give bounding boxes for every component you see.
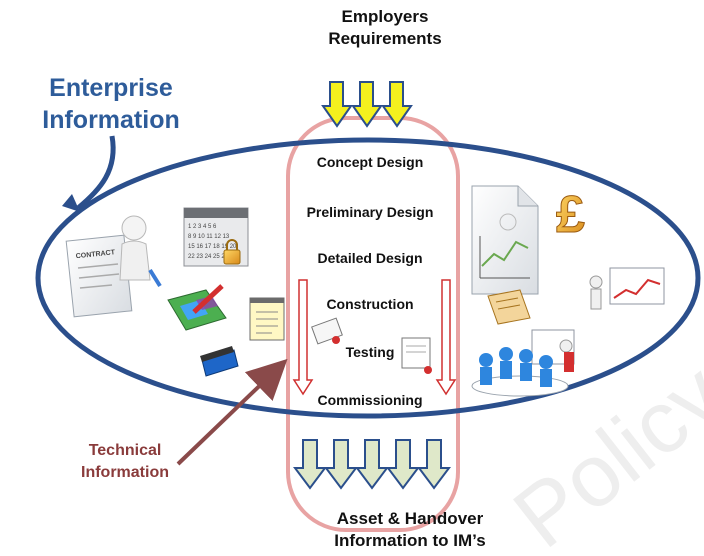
input-arrow-3 bbox=[381, 81, 413, 128]
output-arrow-2 bbox=[324, 439, 358, 490]
notepad-icon bbox=[249, 297, 285, 341]
stage-commissioning: Commissioning bbox=[317, 392, 423, 408]
asset-handover-line-2: Information to IM’s bbox=[334, 531, 486, 550]
enterprise-information-line-1: Enterprise bbox=[49, 74, 173, 102]
stage-construction: Construction bbox=[326, 296, 414, 312]
technical-pointer-arrow bbox=[176, 358, 288, 466]
output-arrow-1 bbox=[293, 439, 327, 490]
inner-flow-arrows bbox=[292, 279, 457, 396]
asset-handover-label: Asset & Handover Information to IM’s bbox=[290, 508, 530, 552]
svg-text:£: £ bbox=[556, 186, 585, 244]
calendar-icon: 1 2 3 4 5 6 8 9 10 11 12 13 15 16 17 18 … bbox=[183, 207, 249, 267]
input-arrows bbox=[321, 81, 413, 128]
stage-testing: Testing bbox=[345, 344, 395, 360]
presenter-chart-icon bbox=[589, 267, 665, 310]
film-clapper-icon bbox=[200, 346, 239, 377]
pound-sign-icon: £ bbox=[556, 186, 586, 245]
map-pencil-icon bbox=[167, 284, 227, 331]
document-chart-icon bbox=[471, 185, 539, 295]
stage-concept-design: Concept Design bbox=[316, 154, 424, 170]
employers-requirements-label: Employers Requirements bbox=[300, 6, 470, 50]
meeting-group-icon bbox=[471, 329, 575, 397]
svg-text:CONTRACT: CONTRACT bbox=[76, 249, 117, 260]
output-arrow-4 bbox=[386, 439, 420, 490]
enterprise-ellipse bbox=[35, 137, 701, 419]
inner-arrow-right bbox=[435, 279, 457, 396]
input-arrow-2 bbox=[351, 81, 383, 128]
enterprise-information-label: Enterprise Information bbox=[6, 72, 216, 136]
asset-handover-line-1: Asset & Handover bbox=[336, 509, 484, 528]
stage-preliminary-design: Preliminary Design bbox=[306, 204, 434, 220]
contract-figure-icon: CONTRACT bbox=[65, 215, 162, 318]
svg-text:15 16 17 18 19 20: 15 16 17 18 19 20 bbox=[188, 244, 237, 250]
technical-information-line-1: Technical bbox=[88, 442, 162, 459]
svg-text:1 2 3 4 5 6: 1 2 3 4 5 6 bbox=[188, 224, 217, 230]
certificate-icon bbox=[401, 337, 432, 374]
technical-information-label: Technical Information bbox=[40, 440, 210, 484]
inner-arrow-left bbox=[292, 279, 314, 396]
scroll-paper-icon bbox=[487, 289, 531, 325]
employers-requirements-line-1: Employers bbox=[341, 7, 429, 26]
svg-text:22 23 24 25 26 27: 22 23 24 25 26 27 bbox=[188, 254, 237, 260]
output-arrow-3 bbox=[355, 439, 389, 490]
output-arrow-5 bbox=[417, 439, 451, 490]
technical-information-line-2: Information bbox=[81, 464, 169, 481]
employers-requirements-line-2: Requirements bbox=[328, 29, 442, 48]
enterprise-information-line-2: Information bbox=[42, 106, 180, 134]
input-arrow-1 bbox=[321, 81, 353, 128]
stage-detailed-design: Detailed Design bbox=[317, 250, 423, 266]
output-arrows bbox=[293, 439, 451, 490]
enterprise-pointer-arrow bbox=[62, 135, 116, 212]
stamp-icon bbox=[311, 317, 343, 345]
svg-text:8 9 10 11 12 13: 8 9 10 11 12 13 bbox=[188, 234, 230, 240]
